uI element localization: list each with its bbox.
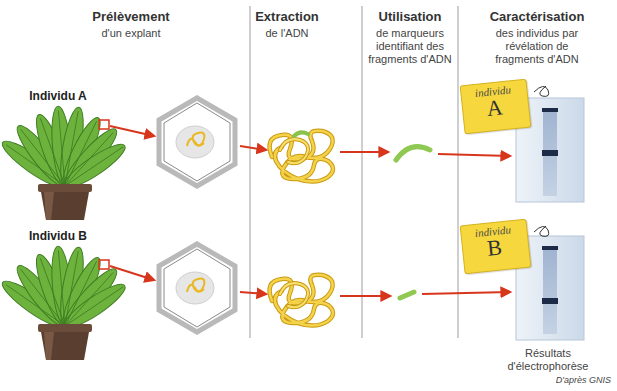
- name-tag: individuB: [460, 219, 532, 275]
- row-label: Individu B: [3, 230, 113, 243]
- row-label: Individu A: [3, 90, 113, 103]
- source-note: D'après GNIS: [511, 374, 611, 387]
- column-heading: Utilisation: [365, 10, 455, 23]
- name-tag: individuA: [460, 79, 532, 135]
- column-subheading: des individus par révélation de fragment…: [484, 27, 590, 66]
- column-heading: Extraction: [235, 10, 339, 23]
- column-subheading: de marqueurs identifiant des fragments d…: [365, 27, 455, 66]
- tag-letter: A: [472, 95, 517, 121]
- column-heading: Caractérisation: [462, 10, 612, 23]
- tag-letter: B: [472, 235, 517, 261]
- caption-text: Résultats d'électrophorèse: [488, 347, 608, 373]
- column-subheading: de l'ADN: [235, 27, 339, 40]
- column-subheading: d'un explant: [56, 27, 206, 40]
- column-heading: Prélèvement: [56, 10, 206, 23]
